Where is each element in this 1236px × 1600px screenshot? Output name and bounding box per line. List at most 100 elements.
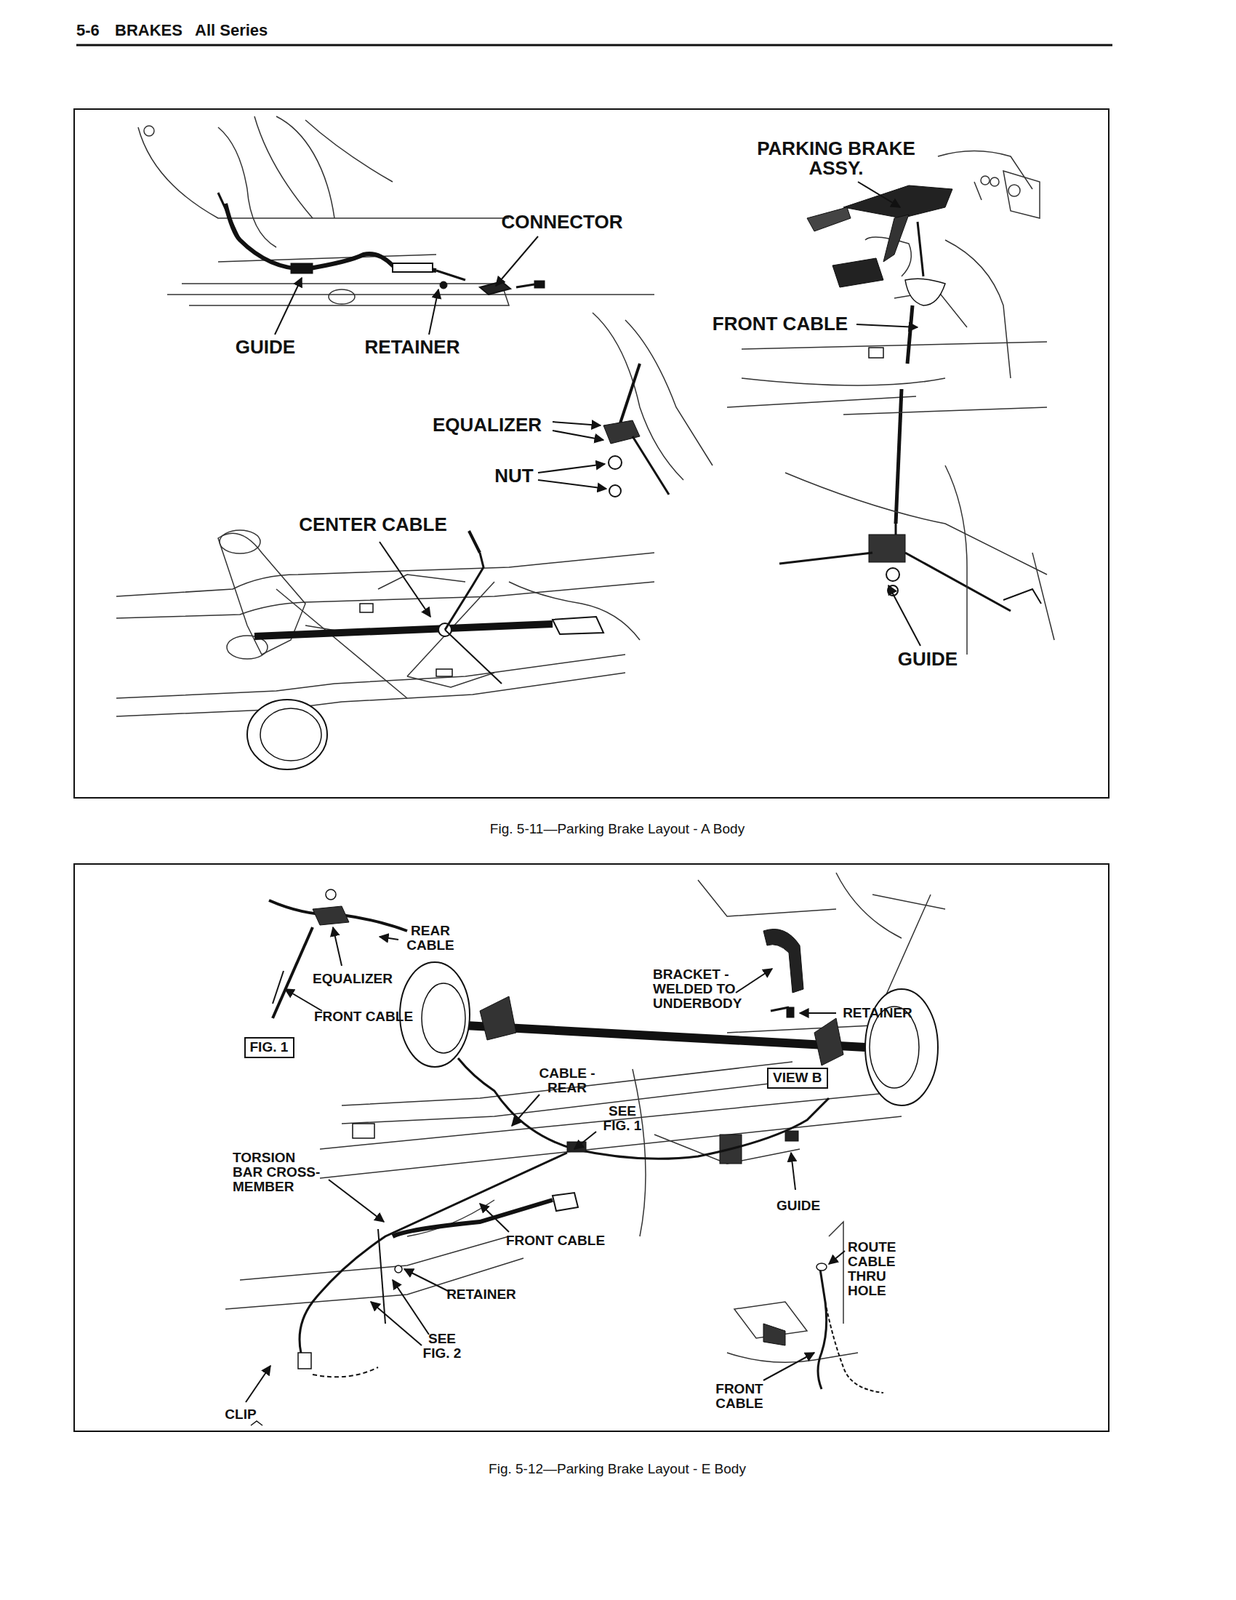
part-label: GUIDE bbox=[897, 649, 958, 669]
drawing-stroke bbox=[305, 119, 393, 182]
figure-caption: Fig. 5-12—Parking Brake Layout - E Body bbox=[488, 1461, 746, 1476]
figure-frame bbox=[74, 863, 1109, 1431]
drawing-stroke bbox=[825, 1301, 884, 1393]
drawing-stroke bbox=[1008, 184, 1021, 197]
part-label: RETAINER bbox=[364, 337, 461, 357]
drawing-stroke bbox=[260, 708, 322, 761]
drawing-stroke bbox=[697, 879, 837, 917]
drawing-stroke bbox=[632, 436, 669, 495]
drawing-stroke bbox=[312, 1366, 379, 1377]
drawing-stroke bbox=[272, 927, 313, 1018]
figure-ref-box: FIG. 1 bbox=[244, 1036, 295, 1058]
drawing-stroke bbox=[285, 988, 323, 1011]
drawing-stroke bbox=[727, 894, 931, 1033]
part-label: CONNECTOR bbox=[500, 212, 623, 232]
drawing-stroke bbox=[116, 654, 626, 698]
part-label: FRONT CABLE bbox=[710, 1381, 769, 1411]
drawing-stroke bbox=[458, 1057, 829, 1159]
drawing-stroke bbox=[276, 588, 408, 698]
drawing-stroke bbox=[392, 1279, 429, 1335]
drawing-stroke bbox=[763, 929, 804, 994]
drawing-stroke bbox=[404, 1268, 450, 1292]
drawing-stroke bbox=[254, 623, 553, 637]
drawing-stroke bbox=[359, 603, 373, 613]
drawing-stroke bbox=[785, 472, 1047, 575]
rear-axle-sketch bbox=[250, 961, 938, 1426]
drawing-stroke bbox=[392, 263, 433, 272]
drawing-stroke bbox=[552, 616, 604, 634]
drawing-stroke bbox=[225, 203, 437, 271]
part-label: GUIDE bbox=[235, 337, 296, 357]
drawing-stroke bbox=[538, 479, 607, 489]
drawing-stroke bbox=[888, 585, 921, 646]
floor-pan-sketch bbox=[138, 116, 655, 306]
part-label: RETAINER bbox=[446, 1286, 517, 1302]
drawing-stroke bbox=[905, 552, 1011, 611]
figure-caption: Fig. 5-11—Parking Brake Layout - A Body bbox=[490, 821, 745, 837]
part-label: PARKING BRAKE ASSY. bbox=[748, 138, 924, 179]
drawing-stroke bbox=[785, 1130, 799, 1141]
drawing-stroke bbox=[511, 1094, 540, 1126]
leader-lines bbox=[245, 181, 921, 1402]
drawing-stroke bbox=[816, 1262, 827, 1271]
part-label: FRONT CABLE bbox=[712, 314, 848, 334]
drawing-stroke bbox=[632, 1068, 646, 1236]
cable-sketch bbox=[218, 192, 545, 295]
drawing-stroke bbox=[332, 927, 342, 966]
drawing-stroke bbox=[312, 905, 349, 925]
floor-sketch bbox=[785, 407, 1055, 655]
part-label: EQUALIZER bbox=[312, 971, 393, 986]
drawing-stroke bbox=[421, 982, 466, 1053]
part-label: EQUALIZER bbox=[432, 415, 542, 435]
drawing-stroke bbox=[328, 289, 355, 304]
pedal-sketch bbox=[727, 151, 1047, 408]
drawing-stroke bbox=[219, 530, 261, 554]
part-label: REAR CABLE bbox=[401, 923, 460, 953]
drawing-stroke bbox=[980, 175, 990, 185]
part-label: TORSION BAR CROSS-MEMBER bbox=[232, 1150, 322, 1194]
drawing-stroke bbox=[341, 1061, 793, 1106]
drawing-stroke bbox=[290, 263, 313, 274]
pedal-sketch bbox=[779, 185, 1042, 611]
drawing-stroke bbox=[907, 305, 913, 364]
drawing-stroke bbox=[735, 968, 773, 993]
drawing-stroke bbox=[247, 699, 328, 770]
drawing-stroke bbox=[428, 289, 439, 335]
drawing-stroke bbox=[479, 1203, 509, 1232]
drawing-stroke bbox=[245, 1365, 271, 1402]
part-label: SEE FIG. 2 bbox=[415, 1331, 469, 1361]
drawing-stroke bbox=[116, 552, 655, 597]
part-label: SEE FIG. 1 bbox=[595, 1103, 650, 1133]
drawing-stroke bbox=[272, 970, 284, 1004]
drawing-stroke bbox=[143, 125, 155, 136]
drawing-stroke bbox=[945, 465, 967, 655]
drawing-stroke bbox=[799, 1012, 837, 1014]
part-label: FRONT CABLE bbox=[506, 1233, 605, 1248]
drawing-stroke bbox=[328, 1179, 384, 1222]
drawing-stroke bbox=[436, 668, 453, 677]
drawing-stroke bbox=[479, 996, 517, 1040]
drawing-stroke bbox=[352, 1123, 375, 1138]
drawing-stroke bbox=[218, 192, 240, 240]
part-label: RETAINER bbox=[842, 1005, 913, 1021]
drawing-stroke bbox=[807, 207, 851, 232]
part-label: GUIDE bbox=[776, 1198, 821, 1213]
drawing-stroke bbox=[378, 574, 466, 589]
drawing-stroke bbox=[479, 281, 511, 295]
drawing-stroke bbox=[895, 388, 902, 524]
drawing-stroke bbox=[843, 185, 953, 219]
drawing-stroke bbox=[937, 151, 1033, 190]
section-title: BRAKES bbox=[114, 21, 183, 39]
drawing-stroke bbox=[468, 530, 480, 553]
drawing-stroke bbox=[298, 1352, 312, 1369]
drawing-stroke bbox=[990, 177, 999, 187]
drawing-stroke bbox=[741, 378, 946, 386]
drawing-stroke bbox=[817, 1268, 827, 1389]
drawing-stroke bbox=[116, 581, 655, 618]
drawing-stroke bbox=[465, 1025, 866, 1047]
drawing-stroke bbox=[828, 1221, 844, 1324]
drawing-stroke bbox=[325, 889, 336, 900]
part-label: BRACKET - WELDED TO UNDERBODY bbox=[652, 966, 739, 1011]
rear-axle-sketch bbox=[225, 879, 946, 1309]
